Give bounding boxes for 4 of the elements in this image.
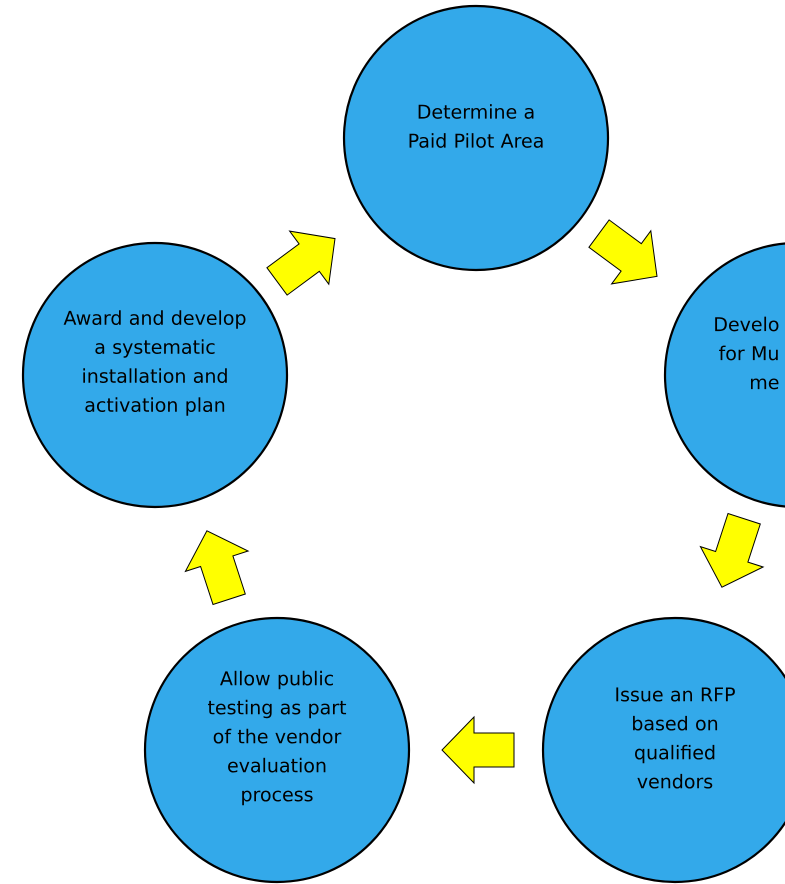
- block-arrow: [588, 219, 658, 285]
- block-arrow: [699, 512, 764, 588]
- block-arrow: [441, 716, 514, 784]
- block-arrow: [266, 230, 336, 296]
